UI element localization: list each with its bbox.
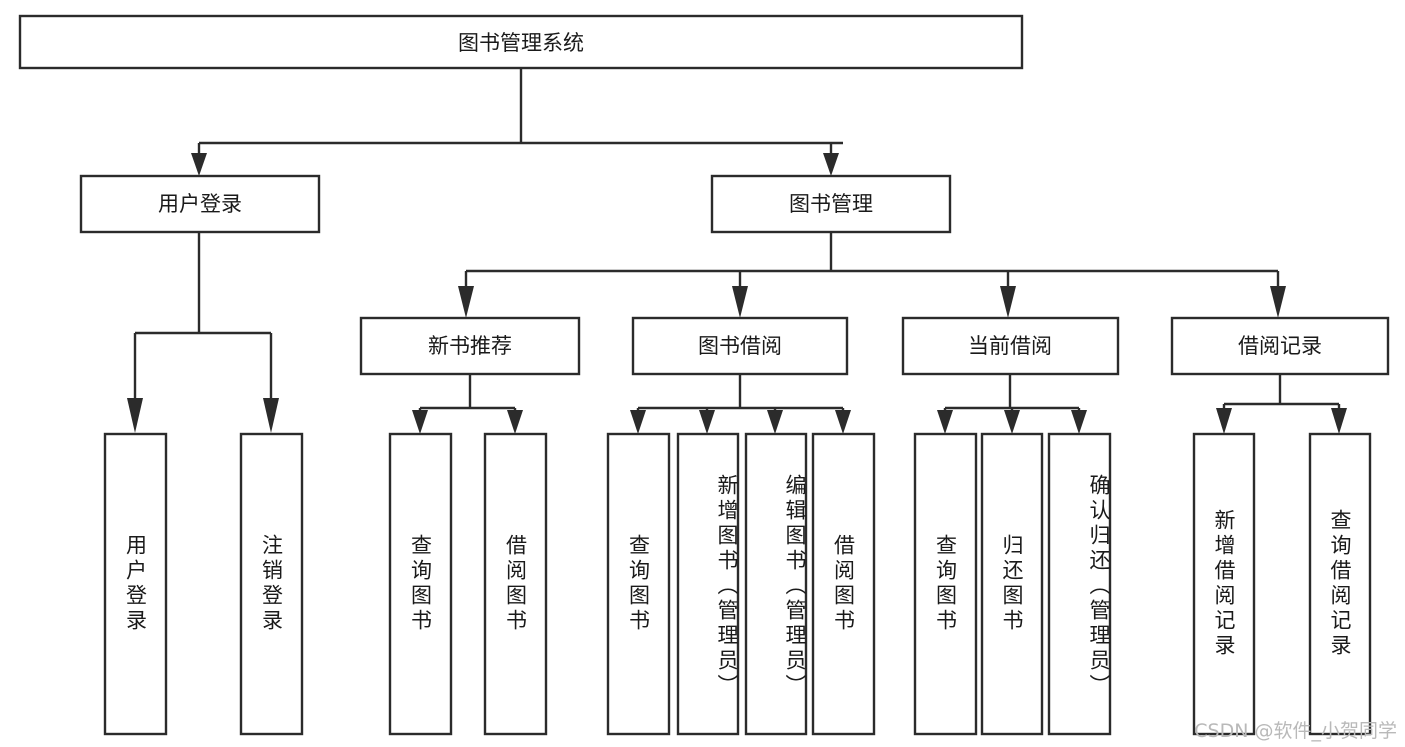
arrow-borrow-leaf-3 [767, 410, 783, 434]
arrow-to-leaf-logout [263, 398, 279, 433]
arrow-records-leaf-2 [1331, 408, 1347, 434]
node-user-login[interactable] [79, 174, 321, 234]
leaf-edit-book-admin[interactable] [744, 432, 808, 736]
arrow-to-current-borrow [1000, 286, 1016, 318]
leaf-query-book-cb[interactable] [913, 432, 978, 736]
node-current-borrow[interactable] [901, 316, 1120, 376]
arrow-newbook-leaf-1 [412, 410, 428, 434]
arrow-to-book-mgmt [823, 153, 839, 176]
arrow-borrow-leaf-1 [630, 410, 646, 434]
arrow-to-user-login [191, 153, 207, 176]
leaf-query-book-bb[interactable] [606, 432, 671, 736]
node-book-management[interactable] [710, 174, 952, 234]
arrow-to-leaf-user-login [127, 398, 143, 433]
node-current-borrow-label: 当前借阅 [968, 334, 1052, 358]
leaf-borrow-book-nbr[interactable] [483, 432, 548, 736]
leaf-add-borrow-record[interactable] [1192, 432, 1256, 736]
node-borrow-records-label: 借阅记录 [1238, 334, 1322, 358]
arrow-to-new-book [458, 286, 474, 318]
node-new-book-recommend[interactable] [359, 316, 581, 376]
node-layer: 图书管理系统 用户登录 图书管理 新书推荐 图书借阅 当前借阅 借阅记录 [18, 14, 1390, 736]
leaf-confirm-return-admin[interactable] [1047, 432, 1112, 736]
arrow-newbook-leaf-2 [507, 410, 523, 434]
arrow-current-leaf-3 [1071, 410, 1087, 434]
node-borrow-records[interactable] [1170, 316, 1390, 376]
node-user-login-label: 用户登录 [158, 192, 242, 216]
arrow-records-leaf-1 [1216, 408, 1232, 434]
leaf-query-book-nbr[interactable] [388, 432, 453, 736]
leaf-user-login[interactable] [103, 432, 168, 736]
leaf-borrow-book-bb[interactable] [811, 432, 876, 736]
node-new-book-recommend-label: 新书推荐 [428, 334, 512, 358]
node-book-borrow-label: 图书借阅 [698, 334, 782, 358]
leaf-return-book[interactable] [980, 432, 1044, 736]
node-root[interactable] [18, 14, 1024, 70]
arrow-current-leaf-1 [937, 410, 953, 434]
leaf-query-borrow-record[interactable] [1308, 432, 1372, 736]
node-book-borrow[interactable] [631, 316, 849, 376]
arrow-to-book-borrow [732, 286, 748, 318]
arrow-current-leaf-2 [1004, 410, 1020, 434]
arrow-borrow-leaf-2 [699, 410, 715, 434]
connector-layer [127, 68, 1347, 434]
node-root-label: 图书管理系统 [458, 31, 584, 55]
leaf-logout[interactable] [239, 432, 304, 736]
arrow-to-borrow-records [1270, 286, 1286, 318]
arrow-borrow-leaf-4 [835, 410, 851, 434]
leaf-add-book-admin[interactable] [676, 432, 740, 736]
node-book-management-label: 图书管理 [789, 192, 873, 216]
